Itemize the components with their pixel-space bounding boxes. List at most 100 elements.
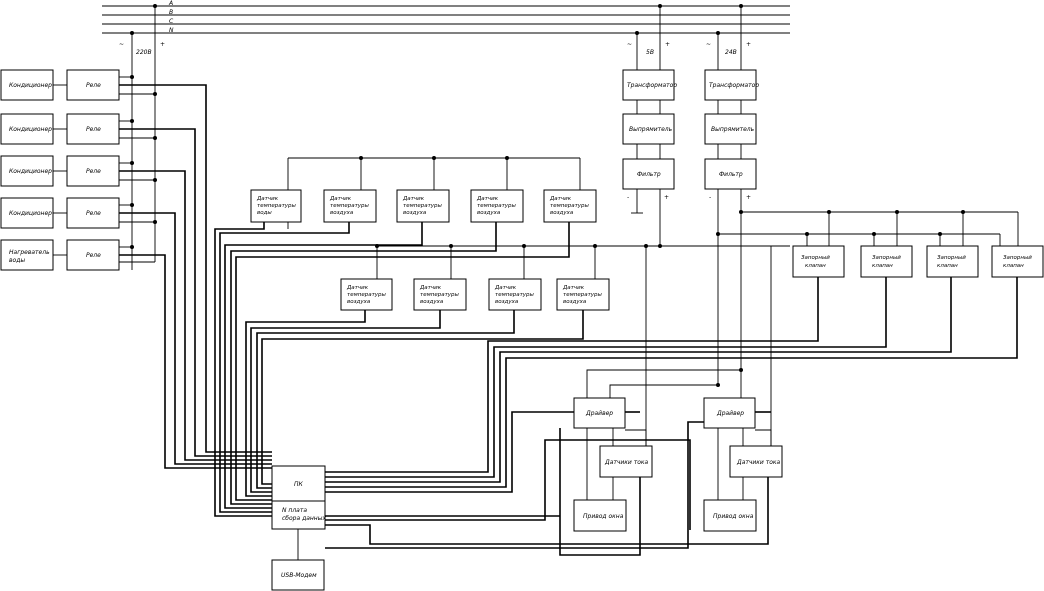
relay-box: [66, 197, 120, 229]
usb-modem-box: [271, 559, 325, 591]
daq-board-box: [271, 500, 326, 530]
sensor-label: температуры: [330, 203, 370, 209]
sensor-label: Датчик: [562, 285, 585, 291]
junction: [593, 244, 597, 248]
daq-board-label-1: N плата: [282, 507, 307, 514]
junction: [961, 210, 965, 214]
load-box: [0, 155, 54, 187]
drive-unit-1: Драйвер Датчики тока Привод окна: [325, 397, 653, 556]
supply-24-minus: ~: [706, 41, 711, 48]
pc-block: ПК N плата сбора данных USB-Модем: [271, 465, 326, 591]
heater-label-2: воды: [9, 257, 25, 264]
psu-24v: Трансформатор Выпрямитель Фильтр - +: [704, 6, 759, 398]
power-bus: A B C N ~ 220В + ~ 5В + ~ 24В +: [102, 0, 790, 56]
sensor-label: температуры: [420, 292, 460, 298]
sensor-label: Датчик: [549, 196, 572, 202]
junction: [522, 244, 526, 248]
relay-label: Реле: [86, 252, 101, 259]
sensor-label: воздуха: [550, 210, 574, 216]
daq-board-label-2: сбора данных: [282, 515, 326, 522]
sensor-water-box: [250, 189, 302, 223]
junction: [130, 75, 134, 79]
junction: [130, 161, 134, 165]
valve-label: клапан: [937, 263, 958, 269]
junction: [895, 210, 899, 214]
sensor-label: Датчик: [402, 196, 425, 202]
sensor-air-box: [556, 278, 610, 311]
supply-24-plus: +: [746, 41, 751, 48]
valve-box: [860, 245, 913, 278]
valve-label: клапан: [872, 263, 893, 269]
sensor-label: Датчик: [346, 285, 369, 291]
filter-5v-box: [622, 158, 675, 190]
load-box: [0, 113, 54, 145]
sensor-label: температуры: [563, 292, 603, 298]
supply-24-label: 24В: [725, 49, 737, 56]
junction: [432, 156, 436, 160]
supply-5-label: 5В: [646, 49, 654, 56]
filter-5v-label: Фильтр: [637, 171, 661, 178]
valve-label: клапан: [805, 263, 826, 269]
current-sensor-box: [599, 445, 653, 478]
load-label: Кондиционер: [9, 210, 52, 217]
junction: [872, 232, 876, 236]
junction: [153, 178, 157, 182]
junction: [805, 232, 809, 236]
sensor-label: температуры: [550, 203, 590, 209]
valve-label: Запорный: [1003, 255, 1032, 261]
neutral-label: N: [169, 27, 174, 34]
driver-label: Драйвер: [716, 410, 744, 417]
sensor-signal-wires: [214, 222, 584, 517]
load-box: [0, 69, 54, 101]
junction: [153, 220, 157, 224]
rectifier-24v-box: [704, 113, 757, 145]
junction: [130, 245, 134, 249]
junction: [449, 244, 453, 248]
current-sense-feed: [625, 429, 647, 446]
supply-5-plus: +: [665, 41, 670, 48]
relay-group: Кондиционер Реле Кондиционер Реле Кондиц…: [0, 69, 157, 271]
phase-c-label: C: [169, 18, 174, 25]
relay-box: [66, 69, 120, 101]
load-label: Кондиционер: [9, 168, 52, 175]
supply-220-plus: +: [160, 41, 165, 48]
junction: [658, 244, 662, 248]
sensor-label: Датчик: [476, 196, 499, 202]
sensor-label: воздуха: [477, 210, 501, 216]
sensor-label: Датчик: [494, 285, 517, 291]
sensor-air-box: [323, 189, 377, 223]
valve-box: [926, 245, 979, 278]
junction: [716, 383, 720, 387]
relay-label: Реле: [86, 210, 101, 217]
heater-box: [0, 239, 54, 271]
junction: [130, 203, 134, 207]
window-drive-box: [573, 499, 627, 532]
mid-sensors: Датчик температуры воздуха Датчик темпер…: [340, 278, 610, 311]
psu24-out-plus: +: [746, 194, 751, 201]
valve-label: Запорный: [937, 255, 966, 261]
sensor-bus: [287, 156, 790, 446]
sensor-label: Датчик: [256, 196, 279, 202]
filter-24v-box: [704, 158, 757, 190]
dist-24v: [586, 210, 1019, 398]
junction: [359, 156, 363, 160]
valve-wires: [325, 277, 1018, 488]
sensor-air-box: [396, 189, 450, 223]
sensor-label: воздуха: [420, 299, 444, 305]
rectifier-24v-label: Выпрямитель: [711, 126, 755, 133]
transformer-24v-box: [704, 69, 757, 101]
sensor-label: температуры: [257, 203, 297, 209]
sensor-label: воды: [257, 210, 272, 216]
junction: [644, 244, 648, 248]
pc-box: [271, 465, 326, 502]
junction: [938, 232, 942, 236]
relay-box: [66, 239, 120, 271]
pc-label: ПК: [294, 481, 304, 488]
sensor-label: температуры: [403, 203, 443, 209]
transformer-5v-label: Трансформатор: [627, 82, 677, 89]
sensor-label: воздуха: [347, 299, 371, 305]
rectifier-5v-label: Выпрямитель: [629, 126, 673, 133]
psu5-out-plus: +: [664, 194, 669, 201]
